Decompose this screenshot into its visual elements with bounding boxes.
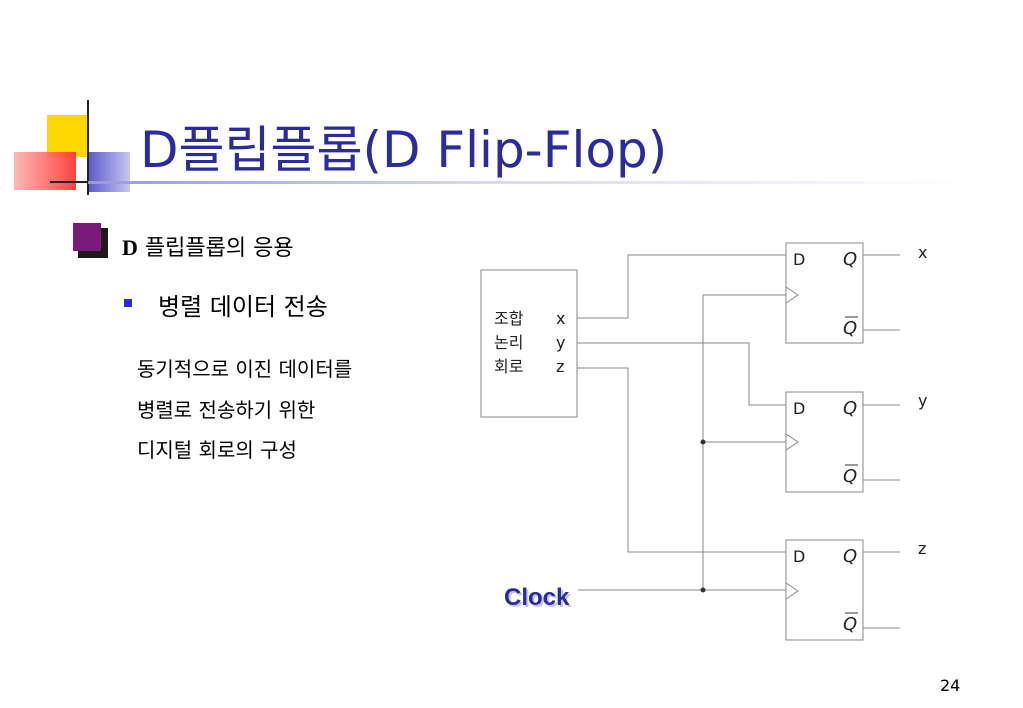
clock-junction-dot-1: [700, 439, 706, 445]
combinational-logic-block: [480, 269, 578, 418]
comb-block-line-1: 조합: [494, 309, 524, 328]
flipflop-2-q-label: Q: [843, 398, 857, 419]
flipflop-2-clock-triangle: [785, 433, 799, 451]
deco-vertical-line: [87, 100, 89, 195]
deco-blue-square: [88, 152, 130, 192]
flipflop-3-qbar-label: Q: [843, 614, 857, 635]
wire-y-to-ff2: [577, 342, 786, 406]
slide-title: D플립플롭(D Flip-Flop): [140, 121, 668, 179]
bullet-level2: 병렬 데이터 전송: [158, 293, 328, 321]
output-label-x: x: [918, 243, 927, 262]
flipflop-2-d-label: D: [793, 399, 805, 418]
bullet-level1-text: 플립플롭의 응용: [137, 236, 294, 261]
title-underline: [88, 181, 968, 184]
output-label-z: z: [918, 539, 926, 558]
flipflop-2-qbar-label: Q: [843, 466, 857, 487]
clock-junction-dot-2: [700, 587, 706, 593]
clock-label-shadow: Clock: [506, 586, 572, 613]
clock-label: Clock: [504, 584, 570, 611]
comb-output-z: z: [556, 357, 564, 376]
flipflop-1-clock-triangle: [785, 286, 799, 304]
comb-output-y: y: [556, 333, 565, 352]
flipflop-1-q-label: Q: [843, 249, 857, 270]
bullet-level1-prefix: D: [122, 235, 138, 260]
page-number: 24: [940, 676, 961, 695]
body-line-1: 동기적으로 이진 데이터를: [137, 357, 353, 381]
deco-yellow-square: [47, 115, 89, 157]
flipflop-3-q-label: Q: [843, 546, 857, 567]
flipflop-1-qbar-label: Q: [843, 318, 857, 339]
bullet-level1: D 플립플롭의 응용: [122, 230, 294, 262]
flipflop-3-clock-triangle: [785, 582, 799, 600]
bullet-square-icon-front: [73, 223, 101, 251]
deco-red-square: [14, 152, 76, 190]
comb-block-line-3: 회로: [494, 357, 523, 376]
body-line-3: 디지털 회로의 구성: [137, 438, 297, 462]
body-line-2: 병렬로 전송하기 위한: [137, 398, 316, 422]
flipflop-1: [785, 242, 864, 344]
comb-output-x: x: [556, 309, 565, 328]
wire-z-to-ff3: [577, 367, 786, 553]
output-label-y: y: [918, 391, 927, 410]
wire-x-to-ff1: [577, 254, 786, 319]
bullet-small-square-icon: [124, 299, 132, 307]
flipflop-3-d-label: D: [793, 547, 805, 566]
comb-block-line-2: 논리: [494, 333, 523, 352]
flipflop-1-d-label: D: [793, 250, 805, 269]
corner-decoration: [0, 0, 140, 200]
